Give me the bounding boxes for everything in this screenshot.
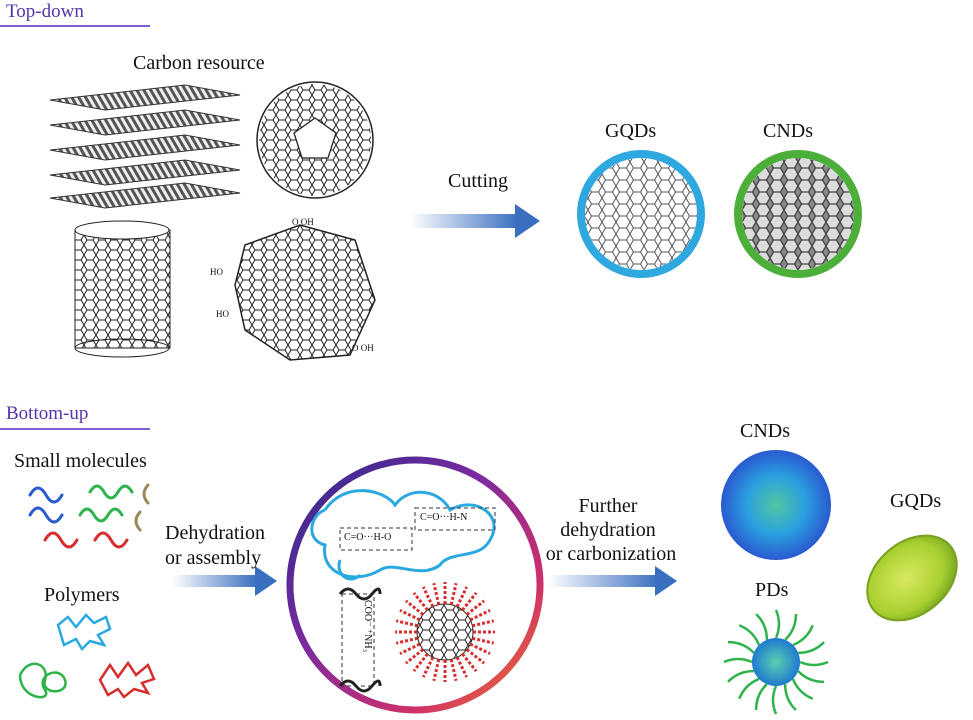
pd-particle-icon [723,609,829,715]
section-underline-top [0,25,150,27]
go-ho-mid: HO [216,309,229,319]
gqd-hex-disk-icon [577,150,705,278]
polymers-label: Polymers [44,584,120,606]
assembly-circle [286,456,544,714]
go-cooh-bottom: O OH [352,343,374,353]
spiky-dot-icon [395,582,495,682]
bond-label-1: C=O···H-O [344,532,392,543]
go-ho-left: HO [210,267,223,277]
cnds-bottom-label: CNDs [740,420,791,442]
step2-line3: or carbonization [545,543,677,565]
nanotube-icon [74,220,171,358]
small-molecules-label: Small molecules [14,450,147,472]
bond-label-3: COO⁻ ⁺NH₃ [362,600,373,653]
step1-line2: or assembly [165,547,262,569]
step2-line2: dehydration [560,519,656,541]
gqds-top-label: GQDs [605,120,657,142]
small-molecules-icon [28,483,150,549]
fullerene-icon [256,81,374,199]
step2-line1: Further [578,495,638,517]
section-title-bottom-up: Bottom-up [6,403,89,424]
carbon-resource-label: Carbon resource [133,52,265,74]
section-title-top-down: Top-down [6,1,84,22]
dehydration-arrow [172,566,277,596]
cutting-arrow [410,204,540,238]
pds-label: PDs [755,579,789,601]
cnds-top-label: CNDs [763,120,814,142]
gqds-bottom-label: GQDs [890,490,942,512]
cnd-hex-disk-icon [734,150,862,278]
graphite-stack-icon [49,84,241,209]
cutting-label: Cutting [448,170,509,192]
section-underline-bottom [0,428,150,430]
graphene-oxide-icon [234,224,376,361]
step1-line1: Dehydration [165,522,265,544]
polymers-icon [18,613,156,699]
go-cooh-top: O OH [292,217,314,227]
gqd-disk-icon [866,534,958,622]
carbonization-arrow [548,566,677,596]
bond-label-2: C=O···H-N [420,512,468,523]
cnd-sphere-icon [721,450,831,560]
